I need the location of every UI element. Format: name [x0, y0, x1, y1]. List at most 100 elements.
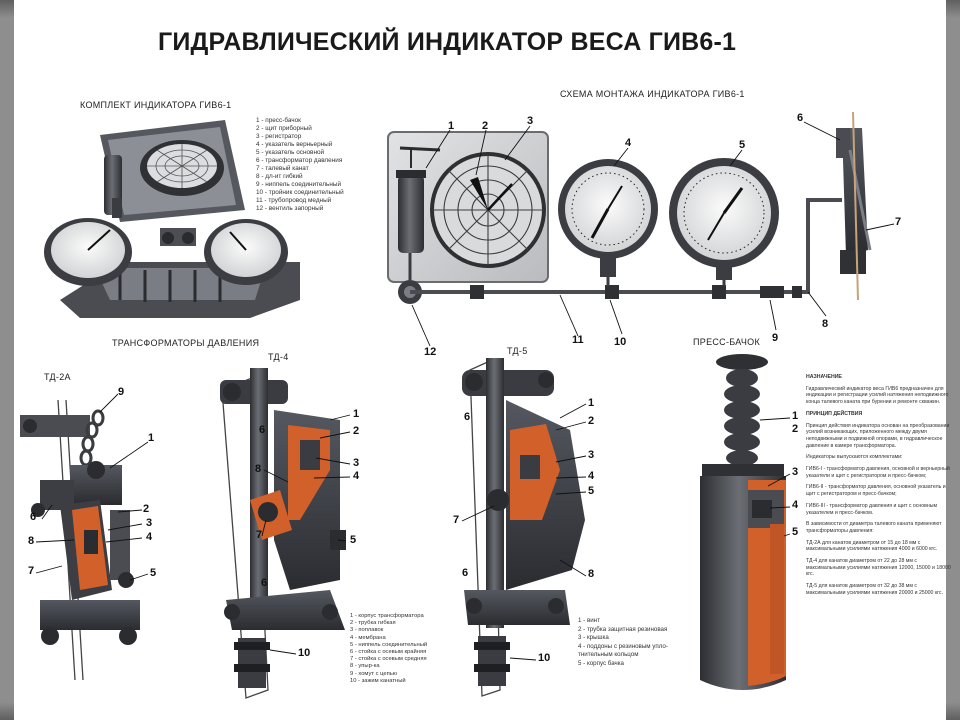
td4-callout-2: 2	[353, 425, 360, 437]
td4-legend-item: 9 - хомут с цепью	[350, 670, 398, 677]
kit-legend-item: 2 - щит приборный	[256, 125, 312, 132]
td2a-callout-6: 6	[30, 511, 37, 523]
td4-legend-item: 10 - зажим канатный	[350, 677, 406, 684]
notes-paragraph: Гидравлический индикатор веса ГИВ6 предн…	[806, 385, 949, 406]
td2a-callout-9: 9	[118, 386, 125, 398]
td2a-callout-4: 4	[146, 531, 153, 543]
notes-heading: ПРИНЦИП ДЕЙСТВИЯ	[806, 410, 863, 417]
td4-legend-item: 4 - мембрана	[350, 634, 386, 641]
td2a-callout-3: 3	[146, 517, 153, 529]
notes-paragraph: ТД-4 для канатов диаметром от 22 до 28 м…	[806, 558, 951, 578]
install-callout-7: 7	[895, 216, 902, 228]
td5-callout-2: 2	[588, 415, 595, 427]
td5-legend-item: 1 - винт	[578, 617, 600, 624]
notes-paragraph: ГИВ6-II - трансформатор давления, основн…	[806, 484, 946, 498]
press-tank-callout-4: 4	[792, 499, 799, 511]
install-callout-1: 1	[448, 120, 455, 132]
td4-callout-6b: 6	[261, 577, 268, 589]
td5-illustration	[462, 358, 585, 697]
kit-legend-item: 12 - вентиль запорный	[256, 205, 324, 212]
td2a-callout-1: 1	[148, 432, 155, 444]
td4-callout-10: 10	[298, 647, 311, 659]
press-tank-callout-3: 3	[792, 466, 799, 478]
press-tank-callout-5: 5	[792, 526, 799, 538]
kit-legend-item: 11 - трубопровод медный	[256, 197, 332, 204]
notes-paragraph: Принцип действия индикатора основан на п…	[806, 422, 950, 449]
section-press-tank-header: ПРЕСС-БАЧОК	[693, 337, 761, 347]
kit-illustration	[44, 120, 300, 318]
td5-callout-10: 10	[538, 652, 551, 664]
td4-callout-7: 7	[256, 529, 263, 541]
install-callout-12: 12	[424, 346, 437, 358]
td4-callout-4: 4	[353, 470, 360, 482]
kit-legend-item: 1 - пресс-бачок	[256, 117, 301, 124]
leader-lines	[35, 121, 895, 661]
notes-paragraph: ТД-2А для канатов диаметром от 15 до 18 …	[806, 539, 938, 553]
td4-callout-1: 1	[353, 408, 360, 420]
install-callout-6: 6	[797, 112, 804, 124]
td5-callout-3: 3	[588, 449, 595, 461]
notes-paragraph: ГИВ6-I - трансформатор давления, основно…	[806, 466, 950, 479]
kit-legend-item: 5 - указатель основной	[256, 149, 325, 156]
page-title: ГИДРАВЛИЧЕСКИЙ ИНДИКАТОР ВЕСА ГИВ6-1	[158, 28, 737, 56]
td5-legend: 1 - винт 2 - трубка защитная резиновая 3…	[578, 617, 668, 669]
install-callout-8: 8	[822, 318, 829, 330]
install-callout-5: 5	[739, 139, 746, 151]
td4-legend-item: 3 - поплавок	[350, 627, 384, 634]
section-installation-header: СХЕМА МОНТАЖА ИНДИКАТОРА ГИВ6-1	[560, 89, 745, 99]
td4-callout-3: 3	[353, 457, 360, 469]
press-tank-illustration	[700, 354, 786, 690]
td5-callout-4: 4	[588, 470, 595, 482]
td4-legend-item: 7 - стойка с осевым средняя	[350, 656, 427, 663]
td5-callout-6: 6	[464, 411, 471, 423]
section-kit-header: КОМПЛЕКТ ИНДИКАТОРА ГИВ6-1	[80, 100, 232, 110]
kit-legend-item: 3 - регистратор	[256, 133, 302, 140]
td5-header: ТД-5	[507, 346, 528, 356]
kit-legend-item: 7 - талевый канат	[256, 165, 309, 172]
description-notes: НАЗНАЧЕНИЕ Гидравлический индикатор веса…	[806, 374, 956, 602]
notes-paragraph: Индикаторы выпускаются комплектами:	[806, 454, 903, 461]
td4-header: ТД-4	[268, 352, 289, 362]
td2a-callout-5: 5	[150, 567, 157, 579]
install-callout-3: 3	[527, 115, 534, 127]
td2a-header: ТД-2А	[44, 372, 71, 382]
td5-legend-item: 4 - поддоны с резиновым упло-	[578, 642, 668, 650]
kit-legend-item: 4 - указатель верньерный	[256, 141, 333, 148]
install-callout-9: 9	[772, 332, 779, 344]
td5-callout-6b: 6	[462, 567, 469, 579]
td5-callout-5: 5	[588, 485, 595, 497]
kit-legend: 1 - пресс-бачок 2 - щит приборный 3 - ре…	[256, 117, 344, 213]
install-callout-11: 11	[572, 334, 584, 346]
td4-legend-item: 2 - трубка гибкая	[350, 620, 396, 627]
kit-legend-item: 8 - дл-ит гибкий	[256, 173, 303, 180]
td4-callout-5: 5	[350, 534, 357, 546]
td5-callout-1: 1	[588, 397, 595, 409]
td4-callout-6: 6	[259, 424, 266, 436]
td4-legend-item: 5 - ниппель соединительный	[350, 641, 428, 648]
td2a-illustration	[20, 399, 140, 681]
kit-legend-item: 10 - тройник соединительный	[256, 189, 344, 196]
td4-callout-8: 8	[255, 463, 262, 475]
td5-legend-item: тнительным кольцом	[578, 651, 639, 659]
td4-legend-item: 6 - стойка с осевым крайняя	[350, 649, 427, 656]
td5-legend-item: 3 - крышка	[578, 634, 609, 642]
td5-callout-7: 7	[453, 514, 460, 526]
td5-legend-item: 2 - трубка защитная резиновая	[578, 625, 668, 633]
install-callout-4: 4	[625, 137, 632, 149]
notes-paragraph: ТД-5 для канатов диаметром от 32 до 38 м…	[806, 583, 943, 596]
td2a-callout-8: 8	[28, 535, 35, 547]
install-callout-2: 2	[482, 120, 489, 132]
kit-legend-item: 6 - трансформатор давления	[256, 157, 343, 164]
installation-illustration	[387, 111, 872, 304]
td2a-callout-7: 7	[28, 565, 35, 577]
install-callout-10: 10	[614, 336, 627, 348]
press-tank-callout-2: 2	[792, 423, 799, 435]
notes-heading: НАЗНАЧЕНИЕ	[806, 374, 842, 380]
td4-legend: 1 - корпус трансформатора 2 - трубка гиб…	[350, 613, 427, 685]
notes-paragraph: В зависимости от диаметра талевого канат…	[806, 521, 942, 534]
press-tank-callout-1: 1	[792, 410, 799, 422]
kit-legend-item: 9 - ниппель соединительный	[256, 181, 342, 188]
td4-legend-item: 8 - упыр-ка	[350, 663, 380, 670]
section-transformers-header: ТРАНСФОРМАТОРЫ ДАВЛЕНИЯ	[112, 338, 260, 348]
